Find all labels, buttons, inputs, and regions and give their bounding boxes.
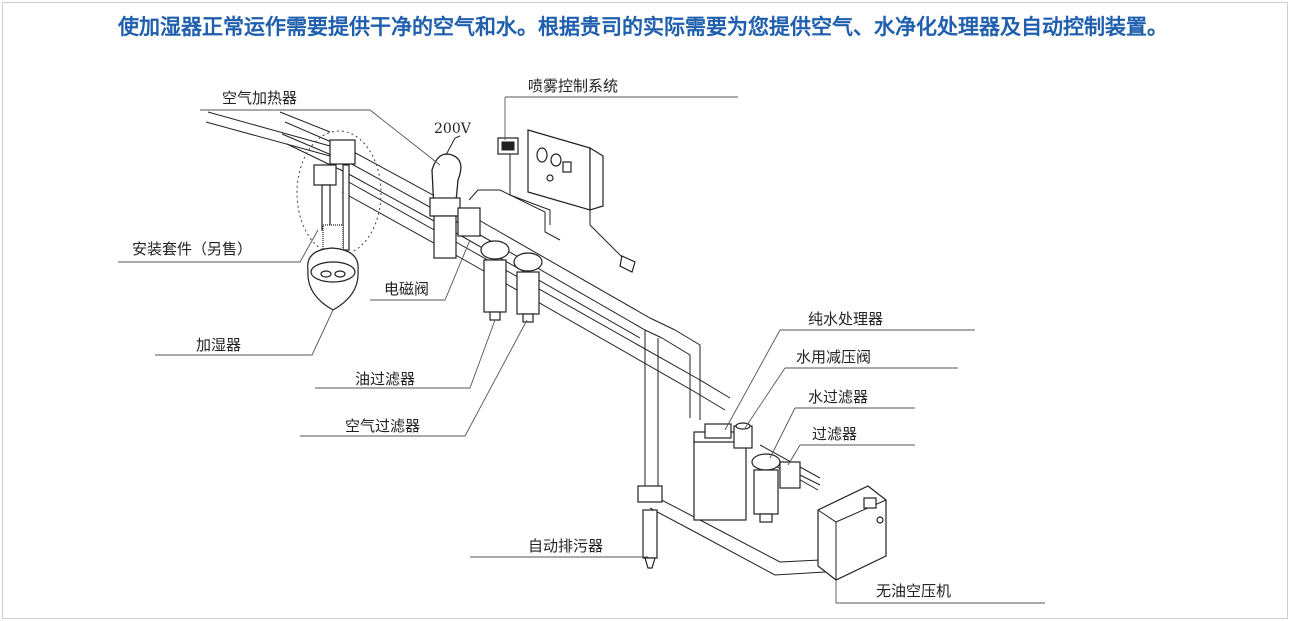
solenoid-valve	[457, 189, 561, 241]
label-solenoid-valve: 电磁阀	[384, 280, 429, 298]
main-air-pipe	[281, 121, 826, 576]
label-water-filter: 水过滤器	[808, 388, 868, 406]
pure-water-processor	[693, 423, 747, 521]
air-filter	[513, 252, 543, 323]
label-air-filter: 空气过滤器	[345, 417, 420, 435]
label-water-pressure-reducer: 水用减压阀	[796, 348, 871, 366]
auto-drain	[637, 485, 663, 569]
oil-free-compressor	[817, 485, 887, 581]
intro-text: 使加湿器正常运作需要提供干净的空气和水。根据贵司的实际需要为您提供空气、水净化处…	[118, 15, 1168, 39]
label-air-heater: 空气加热器	[222, 89, 297, 107]
label-humidifier: 加湿器	[196, 336, 241, 354]
label-spray-control: 喷雾控制系统	[528, 77, 618, 95]
label-pure-water-processor: 纯水处理器	[808, 310, 883, 328]
label-oil-free-compressor: 无油空压机	[876, 582, 951, 600]
spray-control-box	[497, 129, 636, 273]
label-install-kit: 安装套件（另售）	[132, 240, 252, 258]
label-auto-drain: 自动排污器	[528, 537, 603, 555]
humidifier-unit	[296, 130, 382, 311]
oil-filter	[480, 240, 510, 321]
leader-lines	[118, 96, 1045, 604]
install-kit-dashed-outline	[296, 130, 382, 256]
inlet-pipes	[205, 111, 331, 157]
water-filter	[751, 453, 781, 523]
label-filter: 过滤器	[812, 425, 857, 443]
label-voltage: 200V	[434, 121, 472, 137]
air-heater	[429, 135, 462, 259]
water-pressure-reducer	[733, 422, 753, 449]
label-oil-filter: 油过滤器	[355, 370, 415, 388]
